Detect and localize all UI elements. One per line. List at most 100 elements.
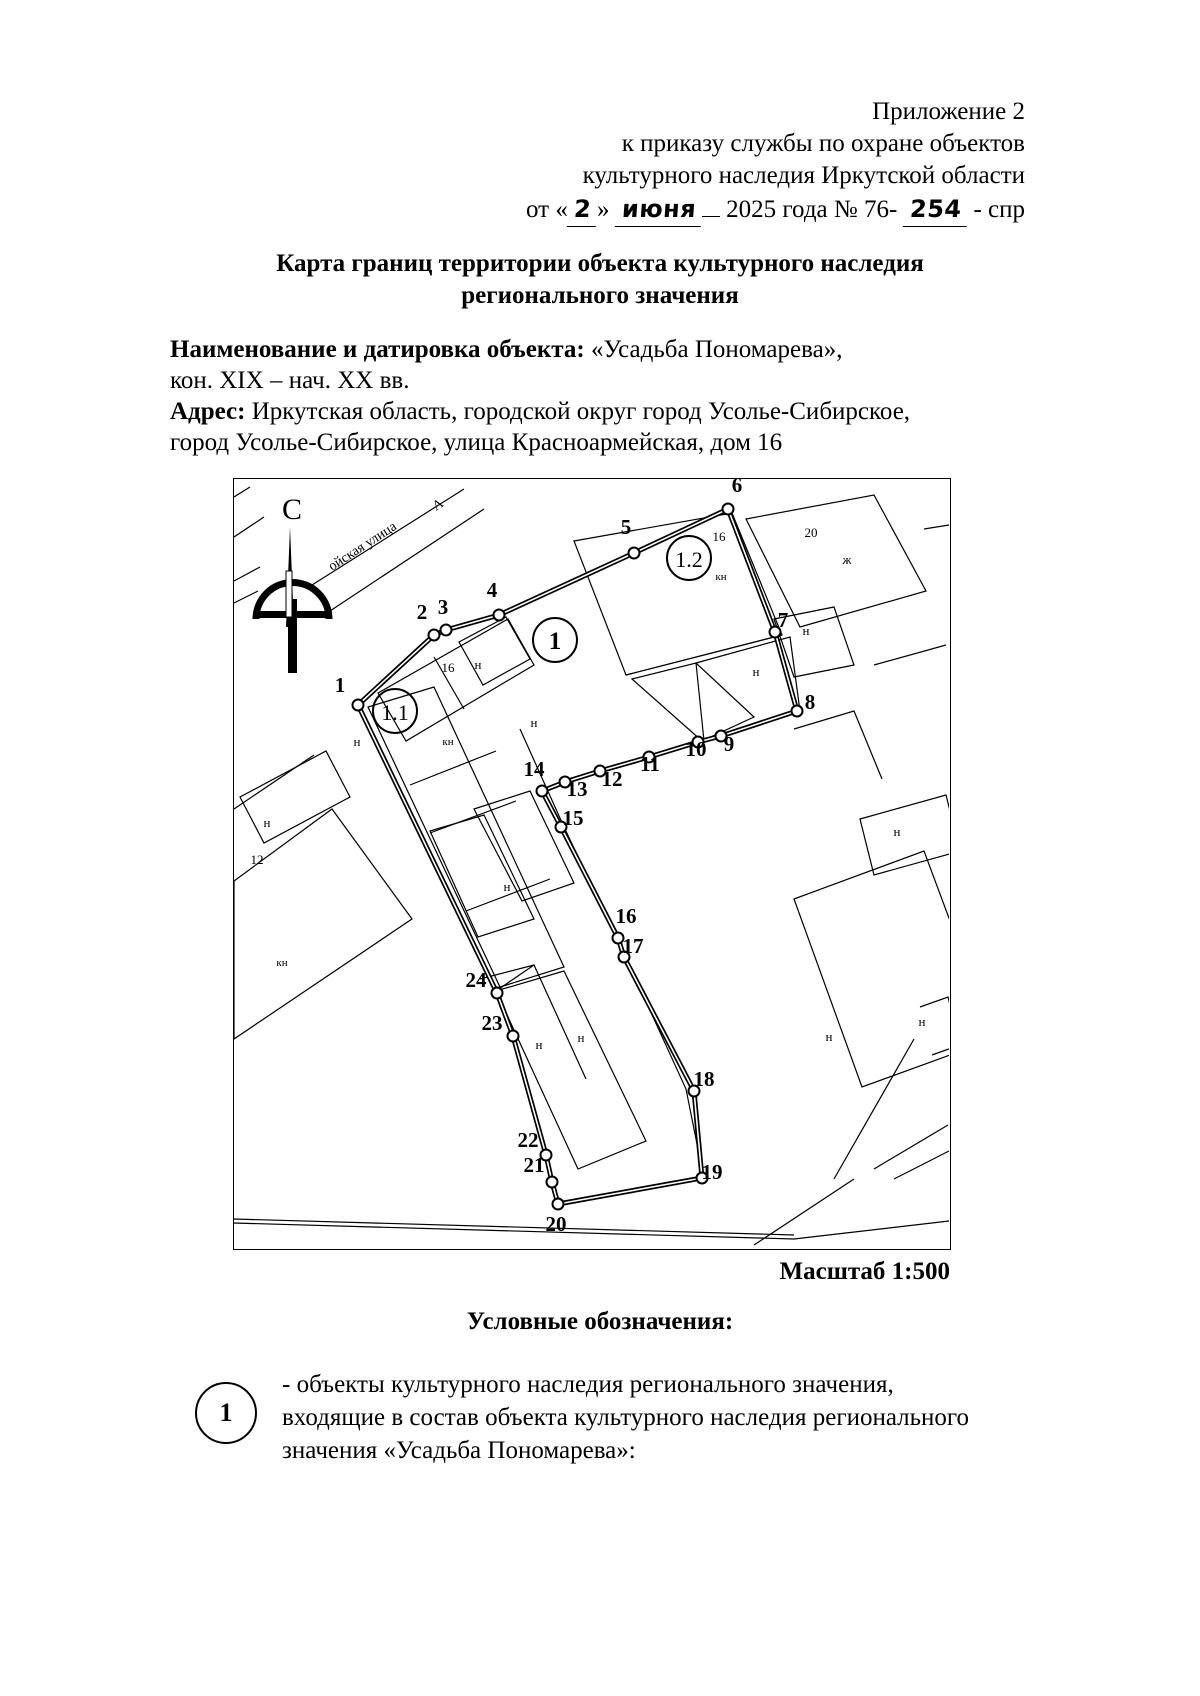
object-description: Наименование и датировка объекта: «Усадь… (170, 334, 1028, 458)
vertex-label: 18 (694, 1067, 715, 1091)
object-name-value: «Усадьба Пономарева», (590, 336, 843, 363)
parcel-label: кн (276, 957, 287, 969)
handwritten-day: 2 (566, 193, 599, 227)
vertex-marker-7: 7 (768, 608, 789, 639)
vertex-marker-11: 11 (640, 750, 660, 776)
vertex-label: 23 (482, 1011, 503, 1035)
page-title: Карта границ территории объекта культурн… (170, 248, 1030, 312)
cadastral-parcels (234, 486, 949, 1246)
date-quote-close: » (597, 196, 610, 223)
parcel-label: н (578, 1030, 585, 1045)
legend-text-line-3: значения «Усадьба Пономарева»: (282, 1437, 636, 1464)
parcel-label: н (753, 664, 760, 679)
address-value-1: Иркутская область, городской округ город… (251, 398, 911, 425)
vertex-marker-12: 12 (593, 764, 623, 791)
parcel-label: 12 (251, 852, 264, 867)
vertex-label: 4 (487, 578, 498, 602)
legend-text-line-1: - объекты культурного наследия региональ… (282, 1371, 894, 1398)
header-line-appendix: Приложение 2 (872, 98, 1025, 125)
handwritten-number: 254 (902, 193, 969, 227)
legend-text-line-2: входящие в состав объекта культурного на… (282, 1404, 970, 1431)
parcel-label: н (536, 1037, 543, 1052)
date-year: 2025 года № 76- (726, 196, 898, 223)
vertex-marker-15: 15 (554, 806, 584, 834)
vertex-label: 10 (686, 737, 707, 761)
vertex-label: 17 (623, 934, 644, 958)
parcel-label: кн (715, 571, 726, 583)
vertex-label: 11 (640, 752, 660, 776)
vertex-label: 20 (546, 1212, 567, 1236)
vertex-marker-21: 21 (524, 1153, 559, 1189)
legend-description: - объекты культурного наследия региональ… (282, 1368, 1040, 1467)
vertex-marker-14: 14 (524, 757, 549, 798)
legend-circle-marker: 1 (195, 1382, 257, 1444)
zone-circle-1-2: 1.2 (666, 535, 712, 581)
parcel-label: н (919, 1014, 926, 1029)
street-label: ойская улица А (326, 496, 447, 575)
vertex-label: 13 (567, 777, 588, 801)
vertex-label: 5 (621, 515, 632, 539)
vertex-marker-22: 22 (518, 1128, 553, 1162)
vertex-marker-1: 1 (335, 673, 365, 712)
document-header: Приложение 2 к приказу службы по охране … (385, 96, 1025, 227)
vertex-label: 24 (466, 968, 488, 992)
vertex-marker-3: 3 (438, 595, 453, 637)
vertex-marker-13: 13 (558, 775, 588, 801)
header-line-order: к приказу службы по охране объектов (621, 130, 1025, 157)
object-dating-line: кон. XIX – нач. XX вв. (170, 367, 410, 394)
vertex-marker-24: 24 (466, 968, 504, 1000)
date-suffix: - спр (973, 196, 1025, 223)
vertex-marker-23: 23 (482, 1011, 520, 1043)
vertex-label: 7 (778, 608, 789, 632)
map-scale: Масштаб 1:500 (779, 1258, 950, 1285)
vertex-label: 22 (518, 1128, 539, 1152)
vertex-label: 21 (524, 1153, 545, 1177)
vertex-marker-10: 10 (686, 735, 707, 761)
parcel-label: 16 (713, 529, 727, 544)
vertex-marker-8: 8 (790, 690, 815, 718)
vertex-label: 1 (335, 673, 346, 697)
object-name-label: Наименование и датировка объекта: (170, 336, 585, 363)
map-drawing: 123456789101112131415161718192021222324 … (234, 479, 949, 1246)
object-address-line-1: Адрес: Иркутская область, городской окру… (170, 396, 1028, 427)
parcel-label: н (475, 657, 482, 672)
vertex-marker-9: 9 (714, 729, 734, 756)
date-underline-filler (701, 196, 720, 217)
vertex-marker-16: 16 (611, 904, 637, 945)
parcel-label: ж (842, 552, 853, 567)
north-label: С (282, 493, 302, 526)
vertex-label: 16 (616, 904, 637, 928)
vertex-marker-2: 2 (417, 600, 441, 642)
zone-circle-main: 1 (532, 617, 578, 663)
parcel-label: н (803, 623, 810, 638)
handwritten-month: июня (614, 193, 704, 227)
vertex-marker-6: 6 (721, 479, 743, 516)
object-name-line: Наименование и датировка объекта: «Усадь… (170, 334, 1028, 365)
parcel-label: н (894, 824, 901, 839)
parcel-label: н (264, 815, 271, 830)
svg-text:А: А (430, 496, 447, 515)
svg-text:ойская улица: ойская улица (326, 519, 400, 575)
svg-text:1: 1 (549, 628, 562, 655)
header-line-department: культурного наследия Иркутской области (582, 162, 1025, 189)
vertex-marker-4: 4 (487, 578, 506, 622)
vertex-label: 3 (438, 595, 449, 619)
parcel-label: н (504, 879, 511, 894)
vertex-label: 15 (563, 806, 584, 830)
vertex-label: 19 (702, 1160, 723, 1184)
legend-symbol-cell: 1 (170, 1368, 282, 1444)
parcel-label: 20 (805, 525, 818, 540)
parcel-label: кн (442, 736, 453, 748)
date-prefix: от « (525, 196, 568, 223)
vertex-label: 6 (732, 479, 743, 497)
parcel-label: н (531, 715, 538, 730)
legend-row: 1 - объекты культурного наследия региона… (170, 1368, 1040, 1467)
vertex-marker-5: 5 (621, 515, 641, 560)
svg-text:1.2: 1.2 (675, 547, 703, 572)
vertex-marker-18: 18 (687, 1067, 715, 1098)
parcel-label: 16 (442, 660, 456, 675)
north-arrow-icon (252, 527, 333, 673)
